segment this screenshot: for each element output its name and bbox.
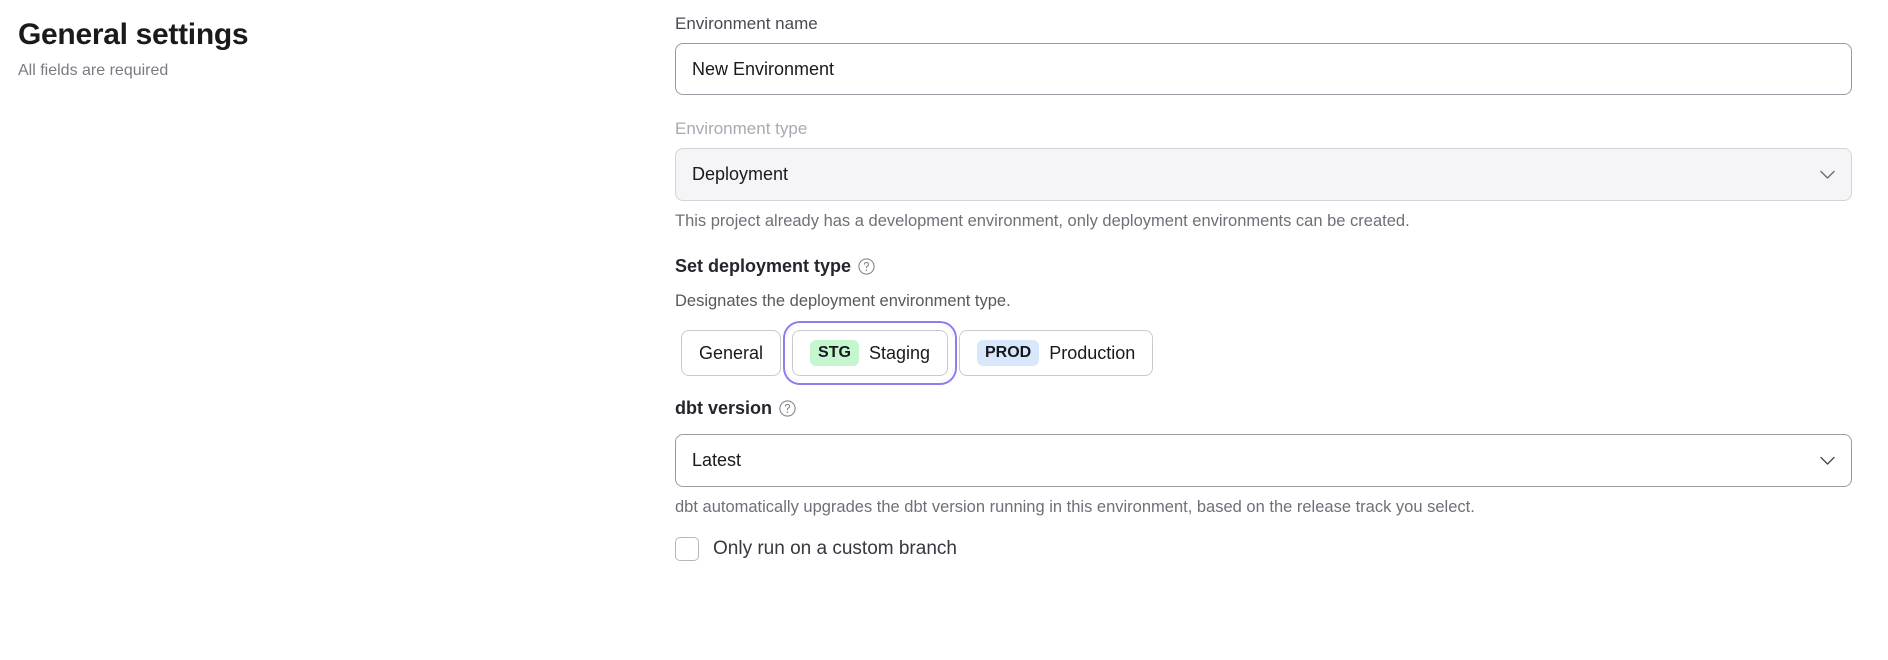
- deployment-option-production-wrap: PROD Production: [953, 324, 1159, 382]
- page-title: General settings: [18, 18, 249, 51]
- deployment-option-production-label: Production: [1049, 342, 1136, 363]
- deployment-option-staging-label: Staging: [868, 342, 930, 363]
- deployment-type-label: Set deployment type: [675, 256, 852, 276]
- settings-header: General settings All fields are required: [18, 16, 578, 82]
- help-circle-icon[interactable]: [858, 257, 875, 275]
- deployment-option-general[interactable]: General: [681, 330, 782, 376]
- custom-branch-checkbox[interactable]: [675, 537, 699, 561]
- general-settings-form: Environment name Environment type Deploy…: [675, 12, 1852, 561]
- environment-type-field: Environment type Deployment This project…: [675, 117, 1852, 232]
- environment-type-value: Deployment: [692, 164, 789, 184]
- dbt-version-field: dbt version Latest dbt aut: [675, 396, 1852, 518]
- custom-branch-row: Only run on a custom branch: [675, 537, 1852, 561]
- environment-type-select[interactable]: Deployment: [675, 148, 1852, 201]
- custom-branch-label[interactable]: Only run on a custom branch: [713, 538, 957, 559]
- deployment-type-description: Designates the deployment environment ty…: [675, 292, 1011, 310]
- environment-type-label: Environment type: [675, 119, 808, 138]
- environment-type-helper: This project already has a development e…: [675, 212, 1410, 230]
- dbt-version-label: dbt version: [675, 398, 773, 418]
- environment-name-field: Environment name: [675, 12, 1852, 95]
- chevron-down-icon: [1820, 170, 1835, 179]
- deployment-option-production[interactable]: PROD Production: [959, 330, 1154, 376]
- page-subtitle: All fields are required: [18, 62, 169, 79]
- environment-name-label: Environment name: [675, 14, 818, 33]
- dbt-version-helper: dbt automatically upgrades the dbt versi…: [675, 498, 1475, 516]
- help-circle-icon[interactable]: [779, 399, 796, 417]
- deployment-type-label-row: Set deployment type: [675, 254, 875, 278]
- deployment-option-general-label: General: [699, 342, 764, 363]
- deployment-option-staging-wrap: STG Staging: [787, 325, 953, 381]
- dbt-version-value: Latest: [692, 450, 742, 470]
- dbt-version-label-row: dbt version: [675, 396, 796, 420]
- dbt-version-select[interactable]: Latest: [675, 434, 1852, 487]
- deployment-type-button-group: General STG Staging PROD Production: [675, 324, 1852, 382]
- deployment-option-general-wrap: General: [675, 324, 787, 382]
- production-badge: PROD: [977, 340, 1040, 366]
- environment-name-input[interactable]: [675, 43, 1852, 95]
- deployment-type-field: Set deployment type Designates the deplo…: [675, 254, 1852, 382]
- staging-badge: STG: [810, 340, 859, 366]
- chevron-down-icon: [1820, 456, 1835, 465]
- deployment-option-staging[interactable]: STG Staging: [792, 330, 948, 376]
